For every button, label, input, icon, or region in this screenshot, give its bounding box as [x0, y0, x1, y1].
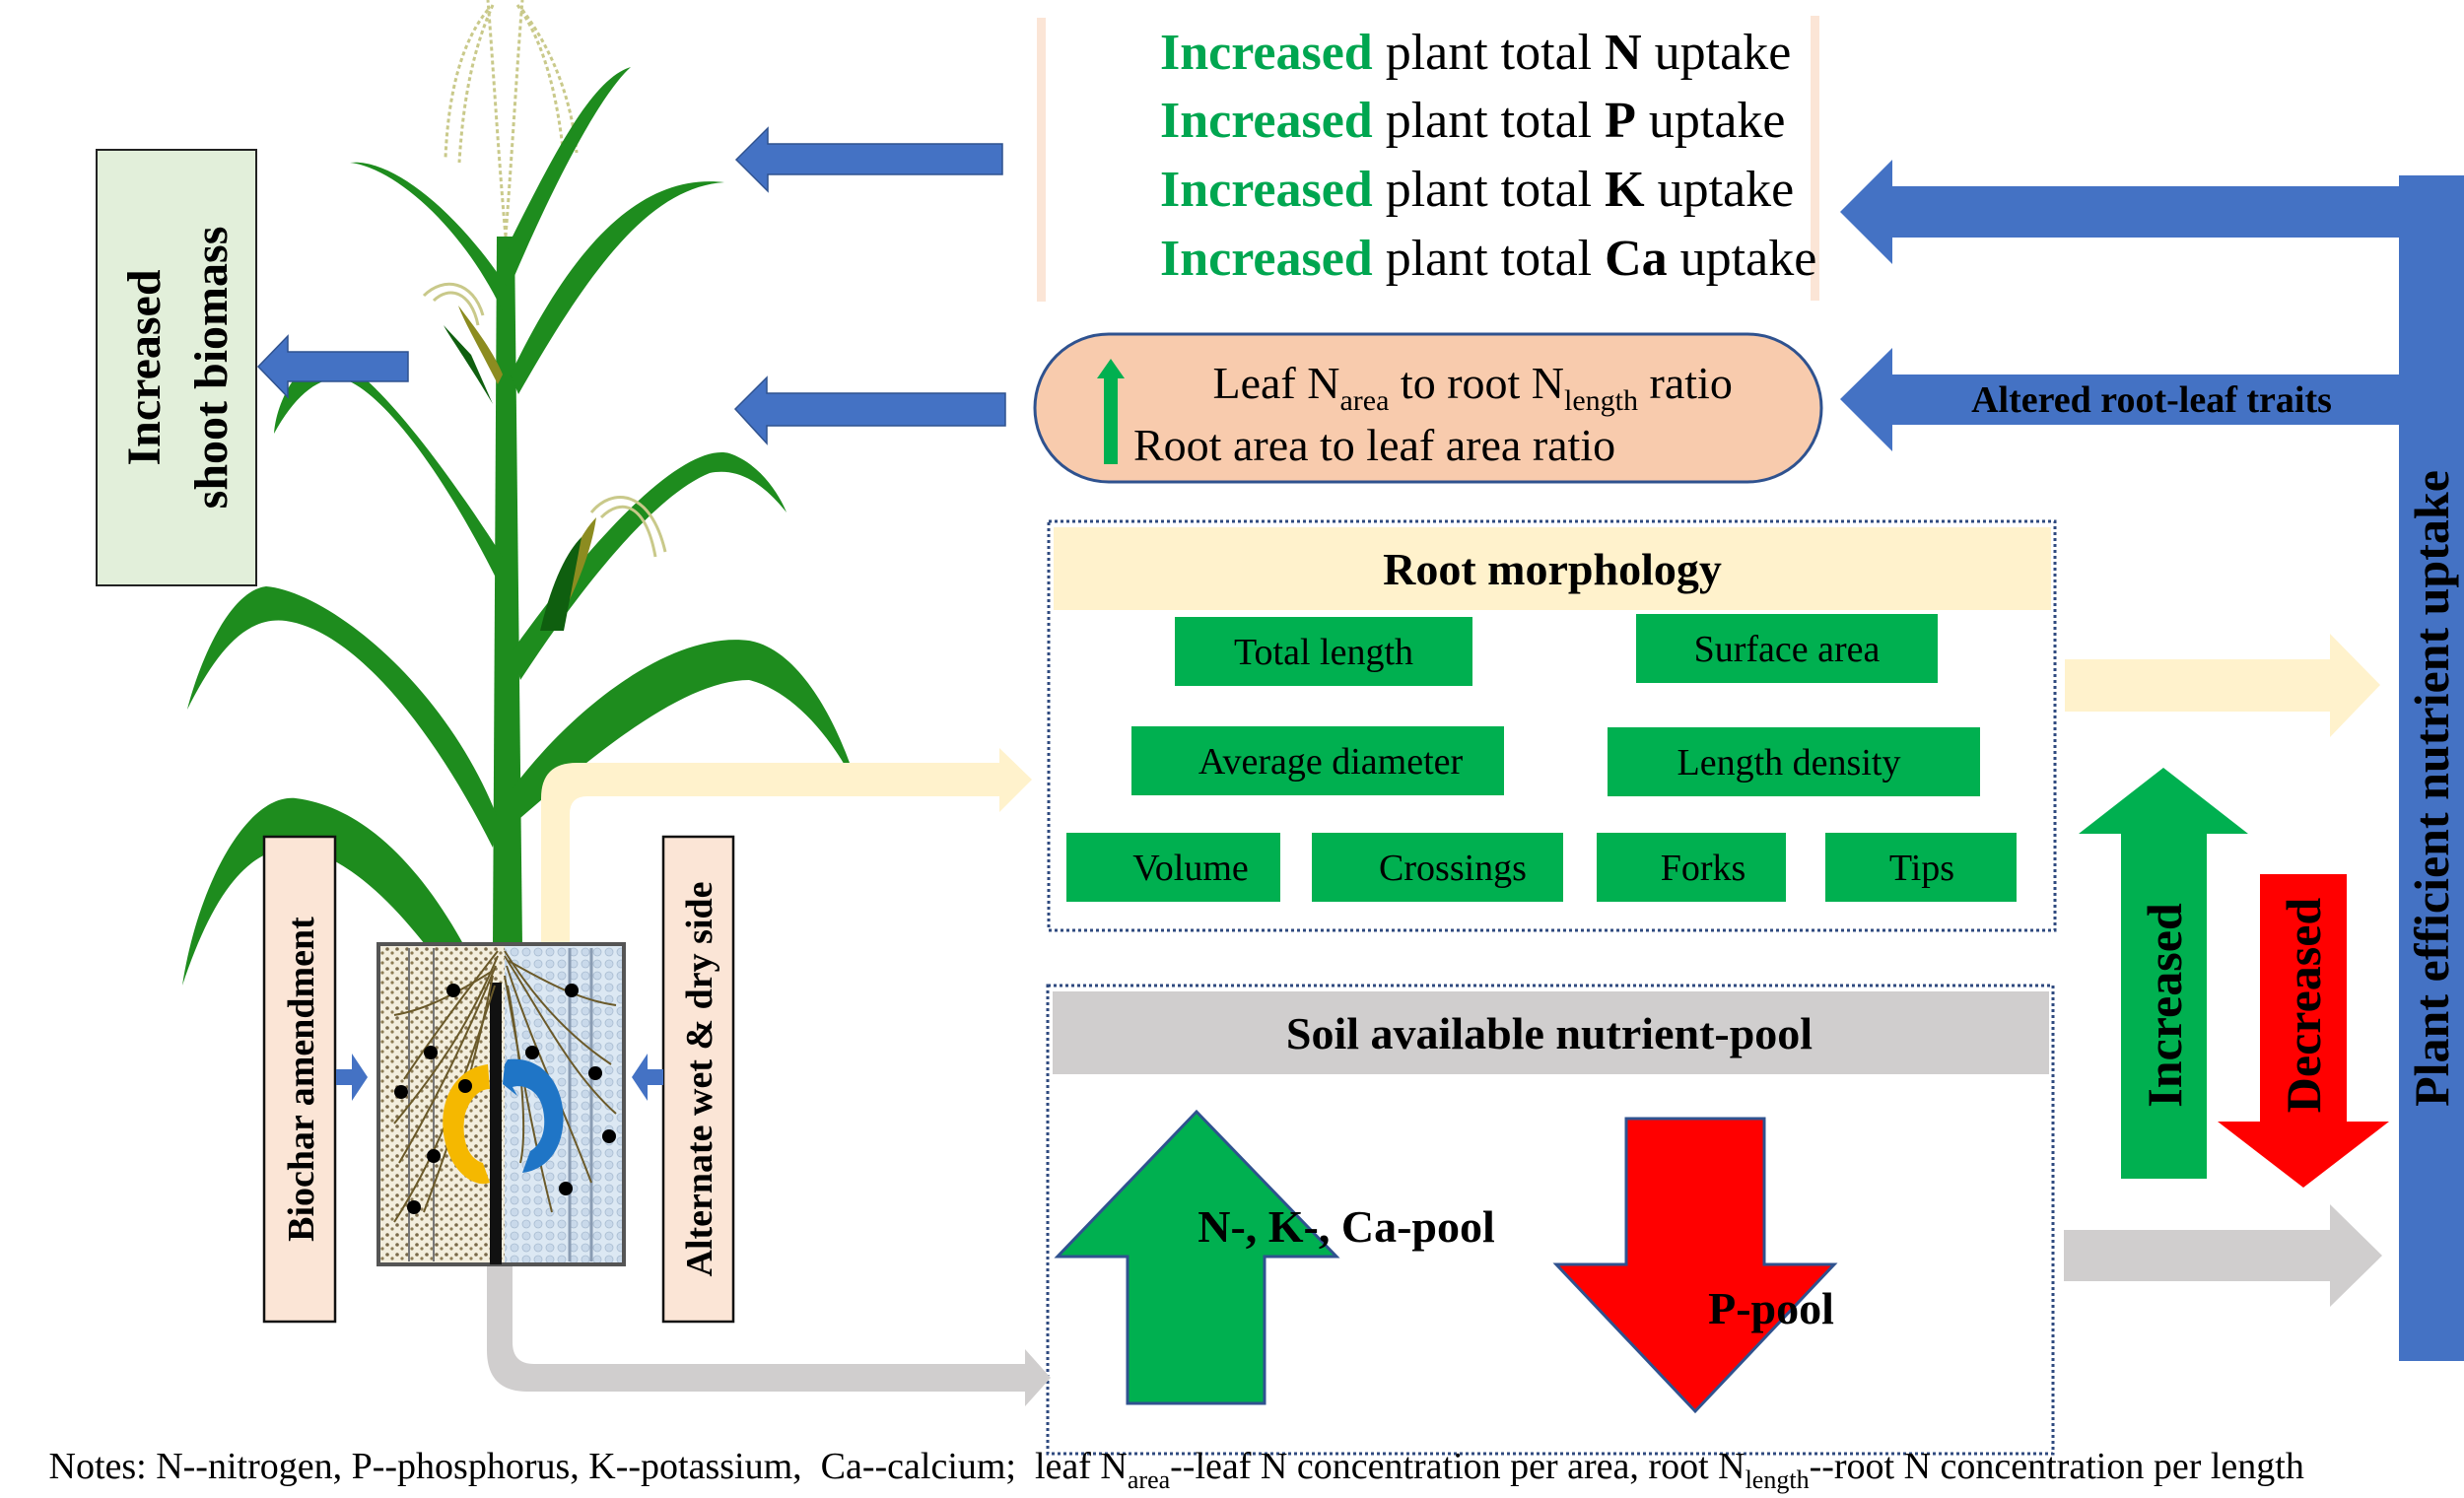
root-trait-total-length: Total length	[1175, 617, 1472, 686]
uptake-panel-left-border	[1037, 18, 1046, 302]
increased-pool-arrow: N-, K-, Ca-pool	[1054, 1109, 1495, 1405]
wet-dry-soil-side	[505, 944, 624, 1264]
arrow-ratio-to-plant	[733, 375, 1006, 445]
arrow-root-morphology-to-uptake	[2065, 634, 2380, 737]
root-trait-volume: Volume	[1066, 833, 1280, 902]
arrow-uptake-to-plant	[734, 126, 1003, 193]
pot-divider	[490, 983, 502, 1264]
decreased-pool-label: P-pool	[1708, 1283, 1834, 1333]
nutrient-particles	[394, 984, 616, 1214]
arrow-pot-to-root-morphology	[541, 748, 1032, 944]
soil-pool-title: Soil available nutrient-pool	[1286, 1008, 1813, 1058]
plant-stem	[493, 237, 522, 946]
efficient-uptake-label: Plant efficient nutrient uptake	[2404, 470, 2459, 1107]
root-trait-average-diameter: Average diameter	[1131, 726, 1504, 795]
split-root-pot	[376, 942, 626, 1266]
arrow-to-uptake-panel	[1840, 160, 2399, 264]
svg-text:Biochar amendment: Biochar amendment	[281, 917, 322, 1242]
alternate-wet-dry-box: Alternate wet & dry side	[661, 835, 735, 1324]
svg-text:Forks: Forks	[1661, 848, 1746, 889]
water-cycle-icon	[503, 1058, 564, 1173]
root-trait-forks: Forks	[1597, 833, 1786, 902]
increased-pool-label: N-, K-, Ca-pool	[1198, 1201, 1495, 1252]
biochar-soil-side	[378, 944, 505, 1264]
notes-footnote: Notes: N--nitrogen, P--phosphorus, K--po…	[2, 1446, 2332, 1494]
shoot-biomass-box: Increased shoot biomass	[96, 149, 257, 586]
soil-pool-header	[1053, 991, 2049, 1074]
maize-plant-illustration	[182, 0, 857, 1045]
root-trait-tips: Tips	[1825, 833, 2017, 902]
root-morphology-header	[1054, 527, 2051, 610]
corn-ears	[422, 282, 667, 631]
svg-text:Tips: Tips	[1889, 848, 1954, 889]
arrow-wetdry-to-pot	[632, 1054, 663, 1101]
tassel	[444, 0, 579, 238]
root-morphology-panel: Root morphology Total length Surface are…	[1047, 519, 2057, 932]
root-trait-crossings: Crossings	[1312, 833, 1563, 902]
increased-legend-arrow: Increased	[2079, 768, 2248, 1179]
increase-arrow-icon	[1097, 359, 1125, 464]
uptake-line-p: Increased plant total P uptake	[1070, 93, 1849, 149]
altered-traits-label: Altered root-leaf traits	[1971, 379, 2332, 421]
uptake-panel: Increased plant total N uptake Increased…	[1037, 16, 1881, 302]
arrow-pot-to-soil-pool	[487, 1264, 1051, 1406]
soil-nutrient-pool-panel: Soil available nutrient-pool N-, K-, Ca-…	[1046, 984, 2055, 1456]
svg-text:Surface area: Surface area	[1694, 629, 1881, 670]
uptake-line-n: Increased plant total N uptake	[1070, 25, 1855, 81]
uptake-panel-right-border	[1811, 16, 1819, 301]
shoot-biomass-line1: Increased	[118, 269, 171, 465]
arrow-biochar-to-pot	[336, 1054, 368, 1101]
efficient-uptake-feedback: Altered root-leaf traits Plant efficient…	[1840, 160, 2464, 1361]
root-trait-surface-area: Surface area	[1636, 614, 1938, 683]
ratio-ellipse: Leaf Narea to root Nlength ratio Root ar…	[1033, 332, 1823, 484]
decreased-legend-arrow: Decreased	[2218, 874, 2389, 1188]
ratio-line1: Leaf Narea to root Nlength ratio	[1133, 358, 1789, 417]
arrow-to-shoot-biomass	[256, 334, 409, 399]
svg-text:Average diameter: Average diameter	[1198, 741, 1464, 783]
efficient-uptake-bar	[2399, 175, 2464, 1361]
root-morphology-title: Root morphology	[1383, 544, 1722, 594]
svg-text:Alternate wet & dry side: Alternate wet & dry side	[679, 881, 720, 1276]
shoot-biomass-line2: shoot biomass	[185, 227, 238, 510]
svg-text:Total length: Total length	[1234, 632, 1413, 673]
svg-text:Crossings: Crossings	[1379, 848, 1527, 889]
decreased-pool-arrow: P-pool	[1552, 1117, 1838, 1414]
root-trait-length-density: Length density	[1608, 727, 1980, 796]
uptake-line-k: Increased plant total K uptake	[1070, 162, 1858, 218]
uptake-line-ca: Increased plant total Ca uptake	[1070, 231, 1881, 287]
arrow-soil-pool-to-uptake	[2064, 1204, 2382, 1307]
ratio-line2: Root area to leaf area ratio	[1133, 420, 1615, 470]
roots	[393, 950, 617, 1223]
svg-text:Decreased: Decreased	[2276, 898, 2331, 1114]
biochar-amendment-box: Biochar amendment	[262, 835, 337, 1324]
svg-text:Volume: Volume	[1132, 848, 1249, 889]
svg-text:Increased: Increased	[2137, 903, 2192, 1108]
biochar-cycle-icon	[443, 1064, 490, 1185]
svg-text:Length density: Length density	[1677, 742, 1901, 783]
arrow-altered-traits	[1840, 348, 2399, 451]
